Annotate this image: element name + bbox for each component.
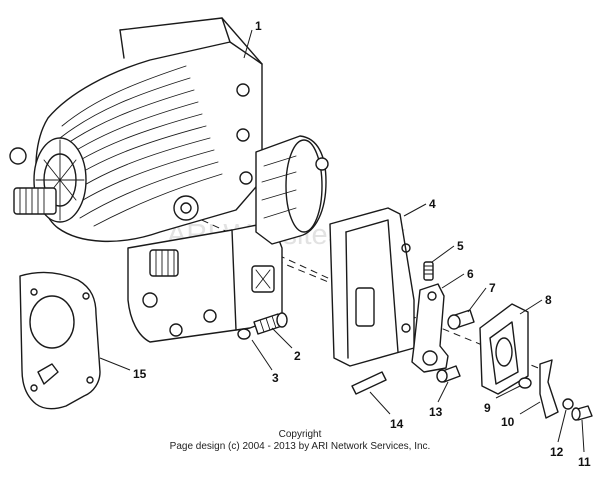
bolt-7 [447,309,475,330]
copyright-text: Copyright [278,429,322,440]
callout-2: 2 [294,349,301,363]
spring-clip-10 [539,359,559,419]
callout-3: 3 [272,371,279,385]
callout-4: 4 [429,197,436,211]
lock-washer-12 [562,398,574,410]
page-design-credit: Page design (c) 2004 - 2013 by ARI Netwo… [169,441,431,452]
washer-9 [518,377,532,389]
screw-13 [436,365,461,383]
callout-15: 15 [133,367,147,381]
gear-housing-spline [149,249,179,277]
callout-12: 12 [550,445,564,459]
callout-labels: 1 2 3 4 5 6 7 8 9 10 11 12 13 14 15 [133,19,591,469]
gasket-15 [19,271,101,410]
callout-6: 6 [467,267,474,281]
callout-11: 11 [578,455,591,469]
pump-cylinder [255,135,329,245]
callout-5: 5 [457,239,464,253]
callout-10: 10 [501,415,515,429]
motor-assembly [9,17,263,243]
callout-7: 7 [489,281,496,295]
callout-leaders [99,29,585,453]
callout-9: 9 [484,401,491,415]
callout-13: 13 [429,405,443,419]
callout-8: 8 [545,293,552,307]
callout-14: 14 [390,417,404,431]
control-bracket-4 [329,207,415,367]
bolt-2 [253,312,288,335]
callout-1: 1 [255,19,262,33]
washer-3 [237,328,251,340]
control-lever-6 [411,283,449,373]
set-screw-5 [423,261,434,281]
motor-shaft-spline [13,187,57,215]
pin-14 [351,371,387,395]
valve-plate-8 [479,303,529,395]
gear-housing [127,195,283,343]
cap-screw-11 [571,405,593,421]
